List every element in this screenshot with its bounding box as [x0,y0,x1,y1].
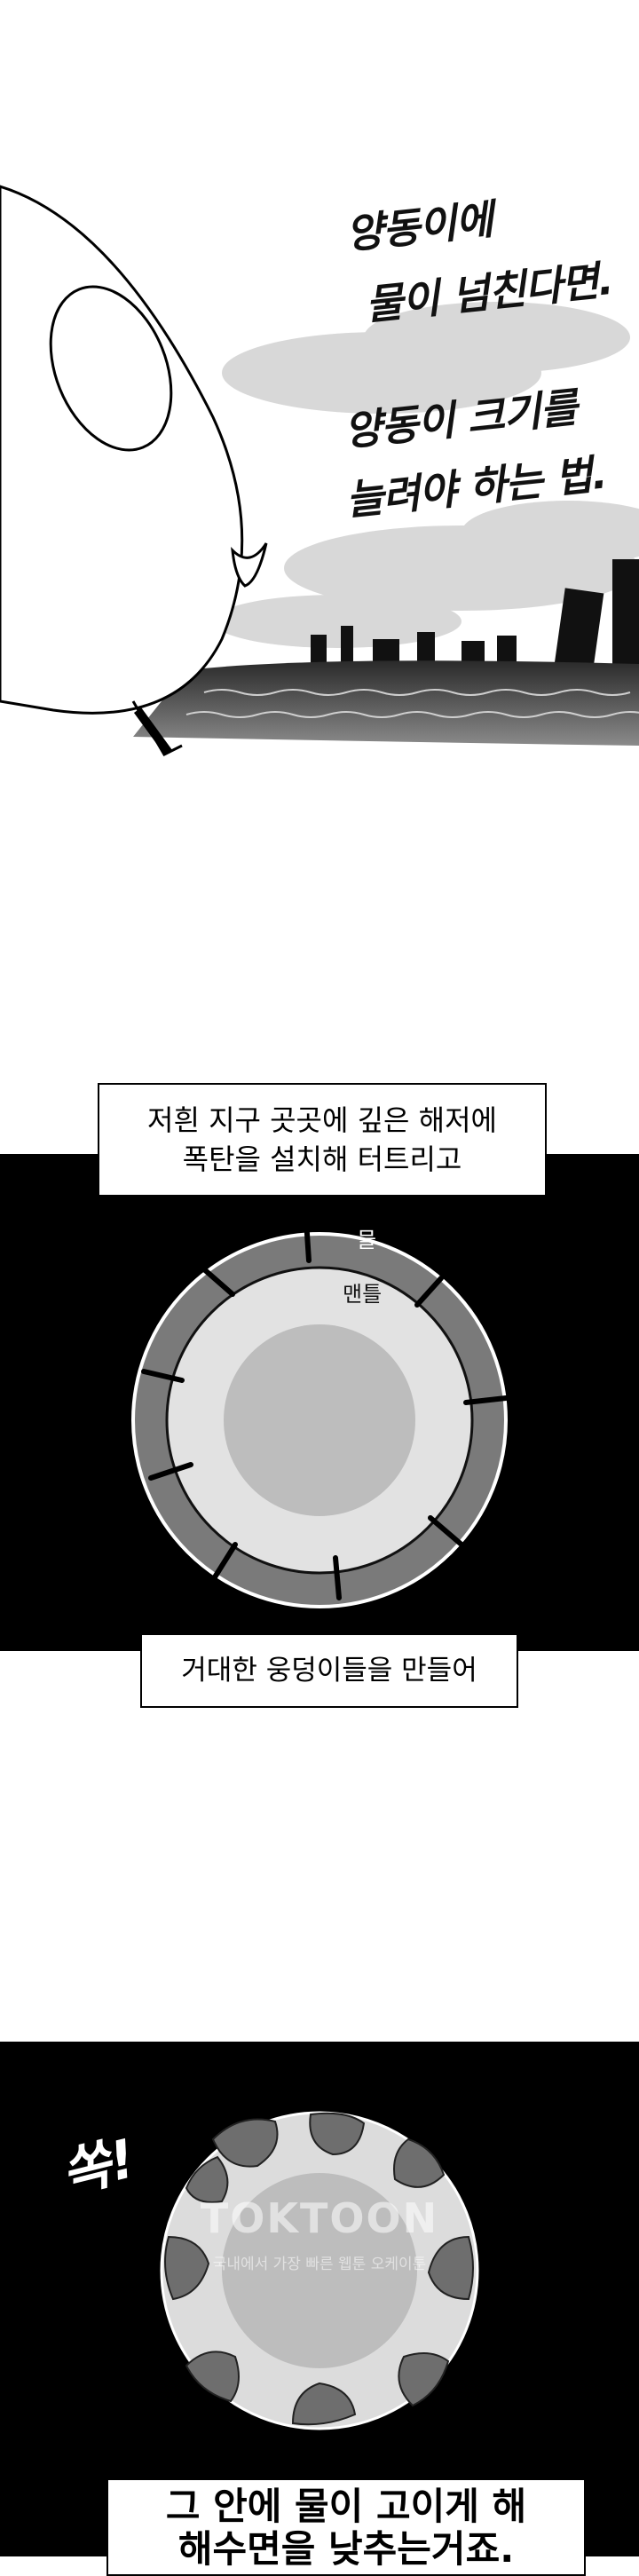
label-mantle: 맨틀 [343,1282,383,1307]
caption-box-pits: 거대한 웅덩이들을 만들어 [140,1633,518,1708]
sea-scene-illustration [0,185,639,756]
caption-box-sea-level: 그 안에 물이 고이게 해 해수면을 낮추는거죠. [106,2478,586,2576]
caption-line: 그 안에 물이 고이게 해 [165,2485,527,2528]
watermark-tagline: 국내에서 가장 빠른 웹툰 오케이툰 [212,2256,427,2273]
label-water: 물 [357,1228,377,1252]
cartoon-head-icon [0,185,268,756]
panel-sea: 양동이에 물이 넘친다면. 양동이 크기를 늘려야 하는 법. [0,0,639,799]
caption-line: 폭탄을 설치해 터트리고 [182,1142,462,1176]
panel-earth-cross-section [0,1154,639,1651]
panel-earth-craters [0,2042,639,2556]
earth-cross-section-icon [131,1218,509,1608]
caption-line: 해수면을 낮추는거죠. [178,2527,515,2571]
watermark-logo: TOKTOON [200,2194,439,2242]
caption-box-bombs: 저흰 지구 곳곳에 깊은 해저에 폭탄을 설치해 터트리고 [98,1083,547,1197]
clouds [213,302,639,648]
earth-craters-icon [160,2111,479,2430]
sea-surface [133,660,639,746]
caption-line: 저흰 지구 곳곳에 깊은 해저에 [147,1103,497,1137]
waves [185,689,639,718]
